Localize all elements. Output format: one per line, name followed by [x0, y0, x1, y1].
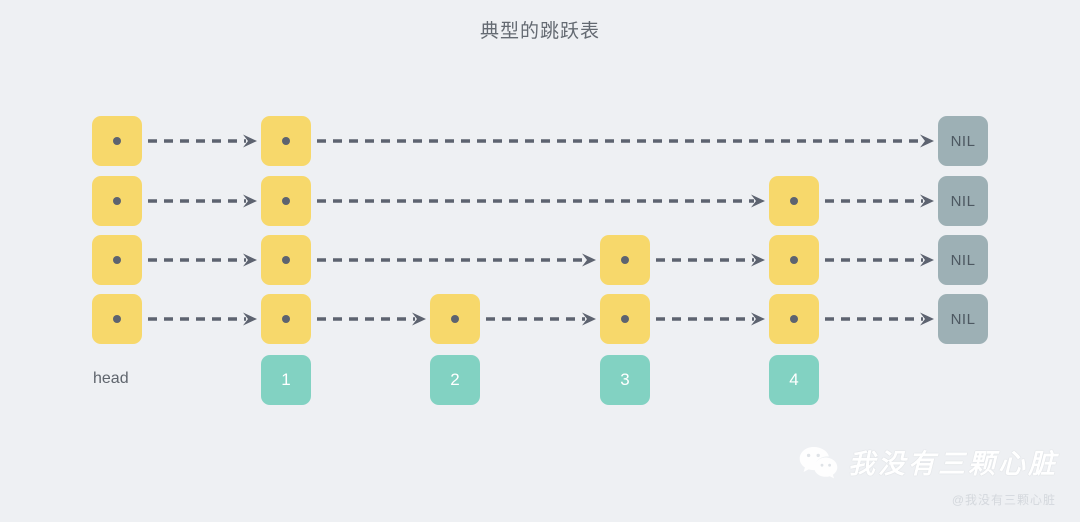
pointer-node-n1-level-1	[261, 116, 311, 166]
pointer-dot	[621, 315, 629, 323]
nil-node-level-2: NIL	[938, 176, 988, 226]
arrow-n2-to-n3-level-4	[486, 312, 596, 326]
page-title: 典型的跳跃表	[479, 21, 600, 42]
pointer-node-head-level-1	[92, 116, 142, 166]
watermark-main: 我没有三颗心脏	[798, 442, 1058, 481]
nil-node-level-1: NIL	[938, 116, 988, 166]
pointer-dot	[451, 315, 459, 323]
pointer-node-head-level-4	[92, 294, 142, 344]
wechat-icon	[798, 445, 838, 479]
watermark-name: 我没有三颗心脏	[848, 449, 1058, 479]
arrow-n1-to-n3-level-3	[317, 253, 596, 267]
pointer-dot	[113, 137, 121, 145]
head-label: head	[93, 370, 129, 387]
nil-node-level-4: NIL	[938, 294, 988, 344]
pointer-dot	[282, 315, 290, 323]
pointer-node-n1-level-2	[261, 176, 311, 226]
nil-node-level-3: NIL	[938, 235, 988, 285]
key-node-2: 2	[430, 355, 480, 405]
arrow-n1-to-nil-level-1	[317, 134, 934, 148]
pointer-node-n3-level-4	[600, 294, 650, 344]
pointer-node-head-level-2	[92, 176, 142, 226]
key-node-1: 1	[261, 355, 311, 405]
arrow-n4-to-nil-level-4	[825, 312, 934, 326]
pointer-dot	[282, 197, 290, 205]
pointer-dot	[790, 256, 798, 264]
key-node-4: 4	[769, 355, 819, 405]
watermark: 我没有三颗心脏 @我没有三颗心脏	[758, 436, 1058, 508]
pointer-dot	[790, 315, 798, 323]
pointer-dot	[113, 256, 121, 264]
arrow-n1-to-n2-level-4	[317, 312, 426, 326]
pointer-node-n1-level-4	[261, 294, 311, 344]
pointer-dot	[621, 256, 629, 264]
arrow-n4-to-nil-level-2	[825, 194, 934, 208]
key-node-3: 3	[600, 355, 650, 405]
arrow-head-to-n1-level-2	[148, 194, 257, 208]
arrow-n1-to-n4-level-2	[317, 194, 765, 208]
pointer-dot	[113, 315, 121, 323]
pointer-node-n4-level-3	[769, 235, 819, 285]
pointer-node-n3-level-3	[600, 235, 650, 285]
watermark-handle: @我没有三颗心脏	[951, 493, 1056, 507]
pointer-node-n4-level-4	[769, 294, 819, 344]
pointer-node-head-level-3	[92, 235, 142, 285]
pointer-dot	[113, 197, 121, 205]
pointer-dot	[282, 256, 290, 264]
pointer-dot	[790, 197, 798, 205]
arrow-head-to-n1-level-1	[148, 134, 257, 148]
arrow-head-to-n1-level-3	[148, 253, 257, 267]
pointer-dot	[282, 137, 290, 145]
arrow-n3-to-n4-level-4	[656, 312, 765, 326]
arrow-head-to-n1-level-4	[148, 312, 257, 326]
pointer-node-n4-level-2	[769, 176, 819, 226]
arrow-n3-to-n4-level-3	[656, 253, 765, 267]
pointer-node-n2-level-4	[430, 294, 480, 344]
arrow-n4-to-nil-level-3	[825, 253, 934, 267]
pointer-node-n1-level-3	[261, 235, 311, 285]
